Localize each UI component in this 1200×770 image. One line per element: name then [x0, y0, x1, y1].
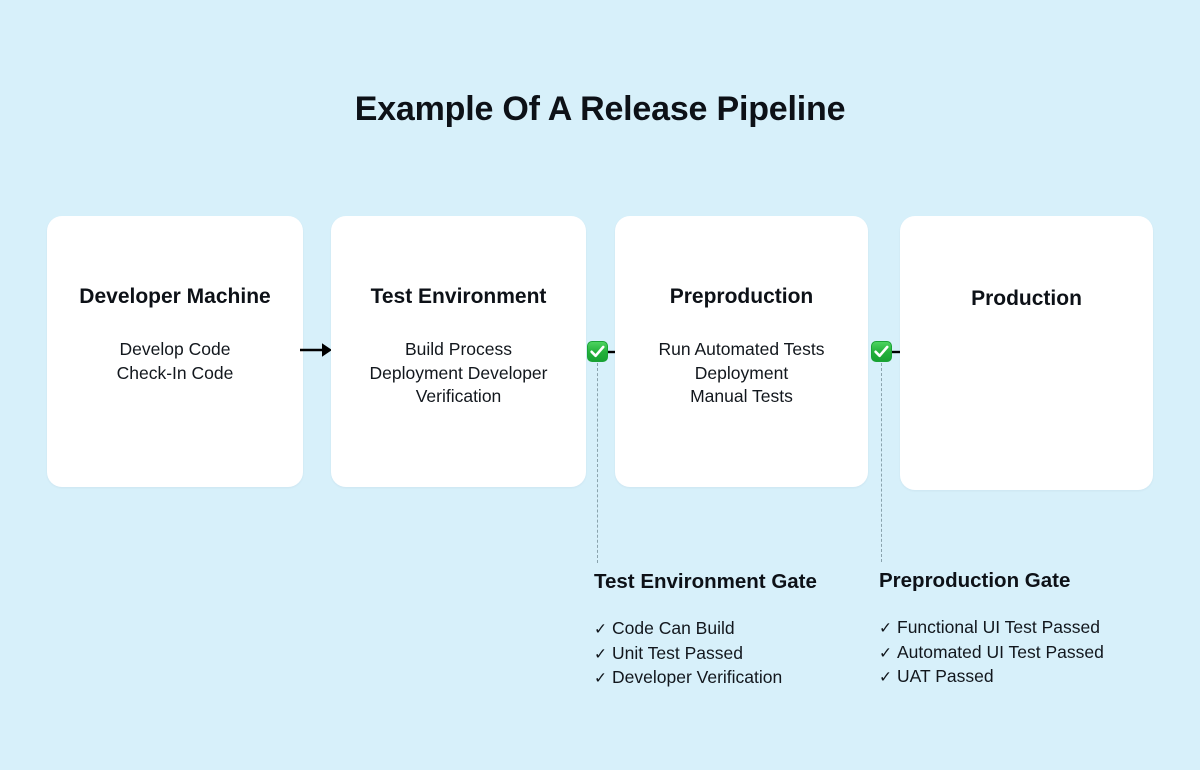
check-icon: ✓ — [594, 645, 607, 663]
check-icon: ✓ — [594, 621, 607, 638]
stage-title: Test Environment — [370, 285, 547, 308]
gate-checklist: ✓ Functional UI Test Passed ✓ Automated … — [879, 616, 1104, 690]
stage-card-test-environment[interactable]: Test Environment Build Process Deploymen… — [331, 216, 586, 487]
gate-check-item: ✓ Developer Verification — [594, 666, 817, 691]
stage-title: Preproduction — [669, 285, 814, 308]
gate-check-label: Developer Verification — [612, 667, 783, 687]
gate-panel-preproduction: Preproduction Gate ✓ Functional UI Test … — [879, 567, 1104, 690]
gate-title: Test Environment Gate — [594, 570, 817, 593]
check-icon: ✓ — [879, 644, 892, 662]
gate-check-label: Unit Test Passed — [612, 642, 743, 663]
gate-check-item: ✓ Automated UI Test Passed — [879, 641, 1104, 666]
stage-title: Developer Machine — [79, 285, 271, 308]
green-check-badge-icon — [587, 341, 608, 362]
arrow-right-icon — [300, 341, 334, 359]
stage-body-text: Develop Code Check-In Code — [116, 339, 234, 383]
gate-connector-dashed-test — [597, 363, 598, 563]
gate-check-label: Automated UI Test Passed — [897, 641, 1104, 662]
gate-panel-test-environment: Test Environment Gate ✓ Code Can Build ✓… — [594, 568, 817, 691]
gate-connector-dashed-preproduction — [881, 363, 882, 562]
stage-body-text: Build Process Deployment Developer Verif… — [369, 339, 548, 406]
gate-check-label: UAT Passed — [897, 666, 994, 686]
check-icon: ✓ — [879, 620, 892, 637]
check-icon: ✓ — [879, 669, 892, 686]
gate-checklist: ✓ Code Can Build ✓ Unit Test Passed ✓ De… — [594, 617, 817, 691]
gate-check-label: Functional UI Test Passed — [897, 617, 1100, 637]
gate-check-item: ✓ Functional UI Test Passed — [879, 616, 1104, 641]
stage-body-text: Run Automated Tests Deployment Manual Te… — [658, 339, 825, 406]
green-check-badge-icon — [871, 341, 892, 362]
gate-check-item: ✓ Unit Test Passed — [594, 642, 817, 667]
stage-card-preproduction[interactable]: Preproduction Run Automated Tests Deploy… — [615, 216, 868, 487]
gate-check-item: ✓ Code Can Build — [594, 617, 817, 642]
stage-title: Production — [971, 287, 1082, 310]
stage-card-developer-machine[interactable]: Developer Machine Develop Code Check-In … — [47, 216, 303, 487]
gate-check-item: ✓ UAT Passed — [879, 665, 1104, 690]
stage-card-production[interactable]: Production — [900, 216, 1153, 490]
check-icon: ✓ — [594, 670, 607, 687]
page-title: Example Of A Release Pipeline — [354, 90, 846, 128]
gate-title: Preproduction Gate — [879, 569, 1071, 592]
gate-check-label: Code Can Build — [612, 618, 735, 638]
